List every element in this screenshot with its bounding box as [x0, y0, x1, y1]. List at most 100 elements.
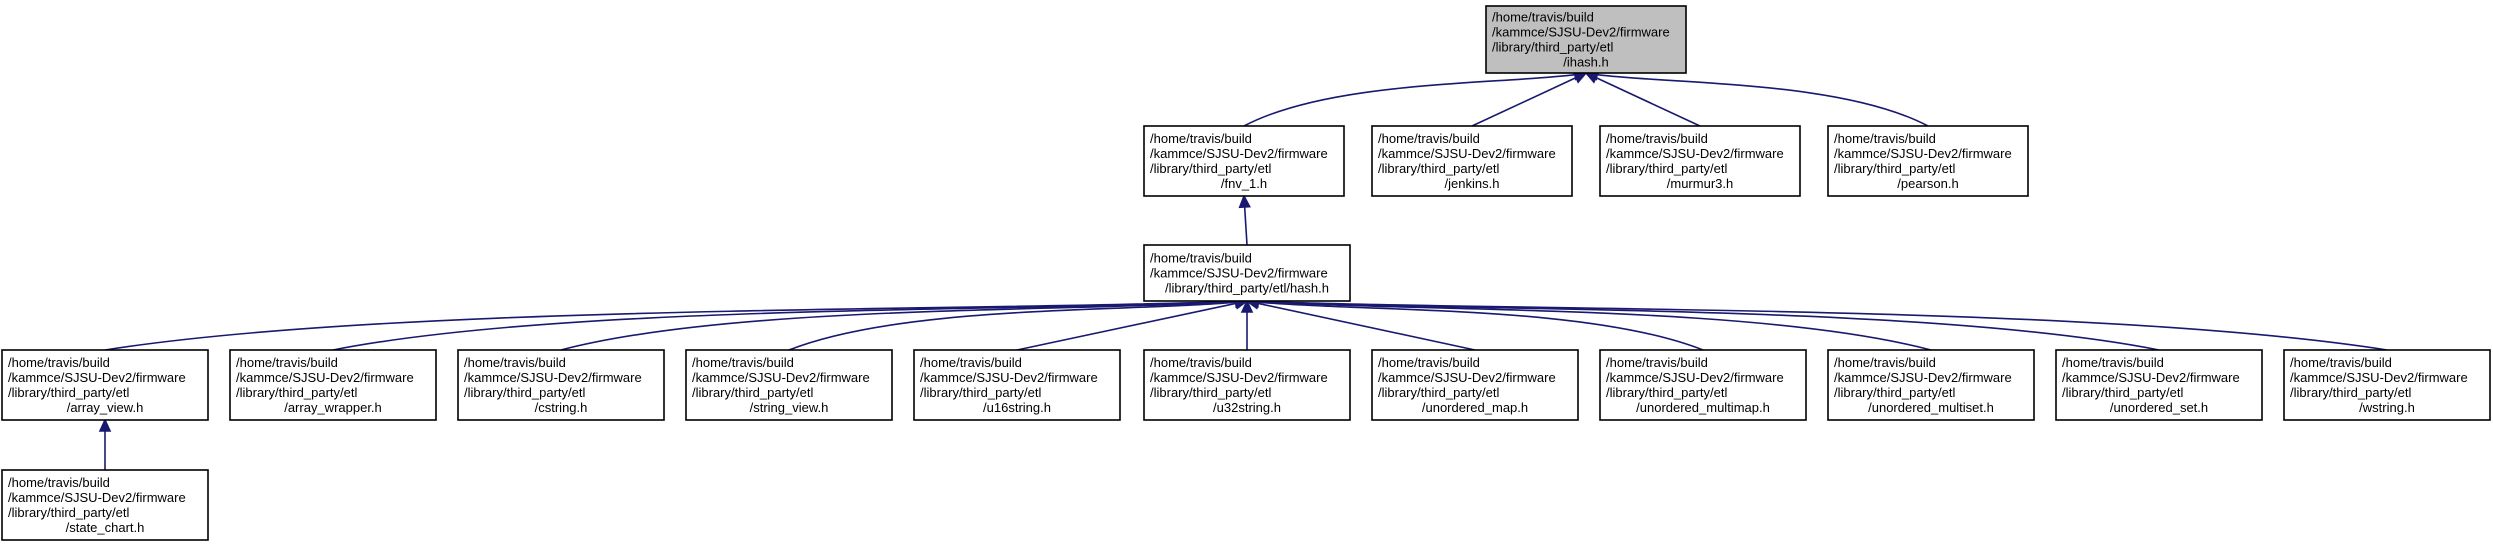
node-box [1, 349, 209, 421]
node-label-line: /kammce/SJSU-Dev2/firmware [920, 370, 1098, 385]
node-unordered-multimap[interactable]: /home/travis/build/kammce/SJSU-Dev2/firm… [1599, 349, 1807, 421]
node-label-line: /home/travis/build [1378, 131, 1480, 146]
edge-line [1257, 301, 1704, 351]
node-box [1827, 349, 2035, 421]
node-hash[interactable]: /home/travis/build/kammce/SJSU-Dev2/firm… [1143, 244, 1351, 302]
node-pearson[interactable]: /home/travis/build/kammce/SJSU-Dev2/firm… [1827, 125, 2029, 197]
node-label-line: /kammce/SJSU-Dev2/firmware [1834, 146, 2012, 161]
node-label-line: /home/travis/build [1492, 10, 1594, 25]
node-label-line: /library/third_party/etl [8, 505, 129, 520]
node-box [1143, 349, 1351, 421]
node-label-line: /kammce/SJSU-Dev2/firmware [8, 370, 186, 385]
node-label-line: /library/third_party/etl [1492, 40, 1613, 55]
node-label-line: /home/travis/build [1150, 251, 1252, 266]
node-ihash[interactable]: /home/travis/build/kammce/SJSU-Dev2/firm… [1485, 5, 1687, 74]
edges-layer [98, 68, 2388, 470]
node-label-line: /kammce/SJSU-Dev2/firmware [692, 370, 870, 385]
node-label-line: /array_view.h [67, 400, 144, 415]
node-box [1, 469, 209, 541]
arrowhead [1572, 72, 1588, 84]
node-label-line: /wstring.h [2359, 400, 2415, 415]
node-label-line: /library/third_party/etl [1150, 161, 1271, 176]
node-label-line: /library/third_party/etl [1378, 385, 1499, 400]
edge-hash-to-fnv_1 [1238, 194, 1251, 246]
node-label-line: /home/travis/build [1150, 131, 1252, 146]
node-label-line: /u16string.h [983, 400, 1051, 415]
node-label-line: /home/travis/build [2290, 355, 2392, 370]
node-box [1143, 125, 1345, 197]
edge-line [1595, 76, 1701, 127]
node-label-line: /library/third_party/etl [2290, 385, 2411, 400]
node-unordered-set[interactable]: /home/travis/build/kammce/SJSU-Dev2/firm… [2055, 349, 2263, 421]
node-label-line: /home/travis/build [464, 355, 566, 370]
node-jenkins[interactable]: /home/travis/build/kammce/SJSU-Dev2/firm… [1371, 125, 1573, 197]
node-u32string[interactable]: /home/travis/build/kammce/SJSU-Dev2/firm… [1143, 349, 1351, 421]
node-label-line: /library/third_party/etl [236, 385, 357, 400]
node-label-line: /home/travis/build [1606, 355, 1708, 370]
node-label-line: /home/travis/build [1606, 131, 1708, 146]
node-label-line: /library/third_party/etl [692, 385, 813, 400]
node-label-line: /u32string.h [1213, 400, 1281, 415]
edge-array_view-to-hash [104, 295, 1249, 351]
node-cstring[interactable]: /home/travis/build/kammce/SJSU-Dev2/firm… [457, 349, 665, 421]
node-string-view[interactable]: /home/travis/build/kammce/SJSU-Dev2/firm… [685, 349, 893, 421]
node-box [2055, 349, 2263, 421]
node-label-line: /library/third_party/etl [2062, 385, 2183, 400]
node-box [1371, 349, 1579, 421]
edge-state_chart-to-array_view [98, 418, 112, 470]
node-state-chart[interactable]: /home/travis/build/kammce/SJSU-Dev2/firm… [1, 469, 209, 541]
edge-line [560, 300, 1237, 351]
node-label-line: /home/travis/build [1150, 355, 1252, 370]
node-label-line: /home/travis/build [8, 475, 110, 490]
node-label-line: /library/third_party/etl [464, 385, 585, 400]
node-box [1485, 5, 1687, 74]
node-label-line: /home/travis/build [2062, 355, 2164, 370]
edge-line [1257, 300, 1932, 351]
node-label-line: /library/third_party/etl [1150, 385, 1271, 400]
edge-line [332, 300, 1237, 351]
node-label-line: /fnv_1.h [1221, 176, 1267, 191]
node-label-line: /library/third_party/etl [1834, 161, 1955, 176]
node-label-line: /string_view.h [750, 400, 829, 415]
node-u16string[interactable]: /home/travis/build/kammce/SJSU-Dev2/firm… [913, 349, 1121, 421]
node-label-line: /pearson.h [1897, 176, 1958, 191]
node-array-view[interactable]: /home/travis/build/kammce/SJSU-Dev2/firm… [1, 349, 209, 421]
node-unordered-multiset[interactable]: /home/travis/build/kammce/SJSU-Dev2/firm… [1827, 349, 2035, 421]
node-label-line: /unordered_set.h [2110, 400, 2208, 415]
edge-line [1257, 302, 1476, 351]
edge-line [104, 300, 1237, 351]
node-array-wrapper[interactable]: /home/travis/build/kammce/SJSU-Dev2/firm… [229, 349, 437, 421]
edge-line [1016, 302, 1237, 351]
node-box [457, 349, 665, 421]
node-box [1143, 244, 1351, 302]
node-box [685, 349, 893, 421]
node-label-line: /home/travis/build [1378, 355, 1480, 370]
node-label-line: /kammce/SJSU-Dev2/firmware [1150, 370, 1328, 385]
node-label-line: /kammce/SJSU-Dev2/firmware [464, 370, 642, 385]
node-murmur3[interactable]: /home/travis/build/kammce/SJSU-Dev2/firm… [1599, 125, 1801, 197]
node-label-line: /home/travis/build [920, 355, 1022, 370]
node-label-line: /library/third_party/etl [1606, 385, 1727, 400]
node-label-line: /cstring.h [535, 400, 588, 415]
node-label-line: /kammce/SJSU-Dev2/firmware [1606, 370, 1784, 385]
edge-string_view-to-hash [788, 295, 1249, 351]
node-box [229, 349, 437, 421]
node-wstring[interactable]: /home/travis/build/kammce/SJSU-Dev2/firm… [2283, 349, 2491, 421]
node-label-line: /library/third_party/etl/hash.h [1165, 281, 1329, 296]
node-box [1371, 125, 1573, 197]
edge-line [1471, 76, 1577, 127]
node-box [1599, 125, 1801, 197]
edge-wstring-to-hash [1245, 295, 2388, 351]
node-label-line: /kammce/SJSU-Dev2/firmware [1150, 266, 1328, 281]
node-label-line: /array_wrapper.h [284, 400, 382, 415]
node-label-line: /library/third_party/etl [920, 385, 1041, 400]
node-fnv-1[interactable]: /home/travis/build/kammce/SJSU-Dev2/firm… [1143, 125, 1345, 197]
node-label-line: /home/travis/build [236, 355, 338, 370]
node-label-line: /home/travis/build [1834, 131, 1936, 146]
node-label-line: /library/third_party/etl [8, 385, 129, 400]
nodes-layer: /home/travis/build/kammce/SJSU-Dev2/firm… [1, 5, 2491, 541]
node-label-line: /unordered_map.h [1422, 400, 1528, 415]
node-unordered-map[interactable]: /home/travis/build/kammce/SJSU-Dev2/firm… [1371, 349, 1579, 421]
node-box [913, 349, 1121, 421]
